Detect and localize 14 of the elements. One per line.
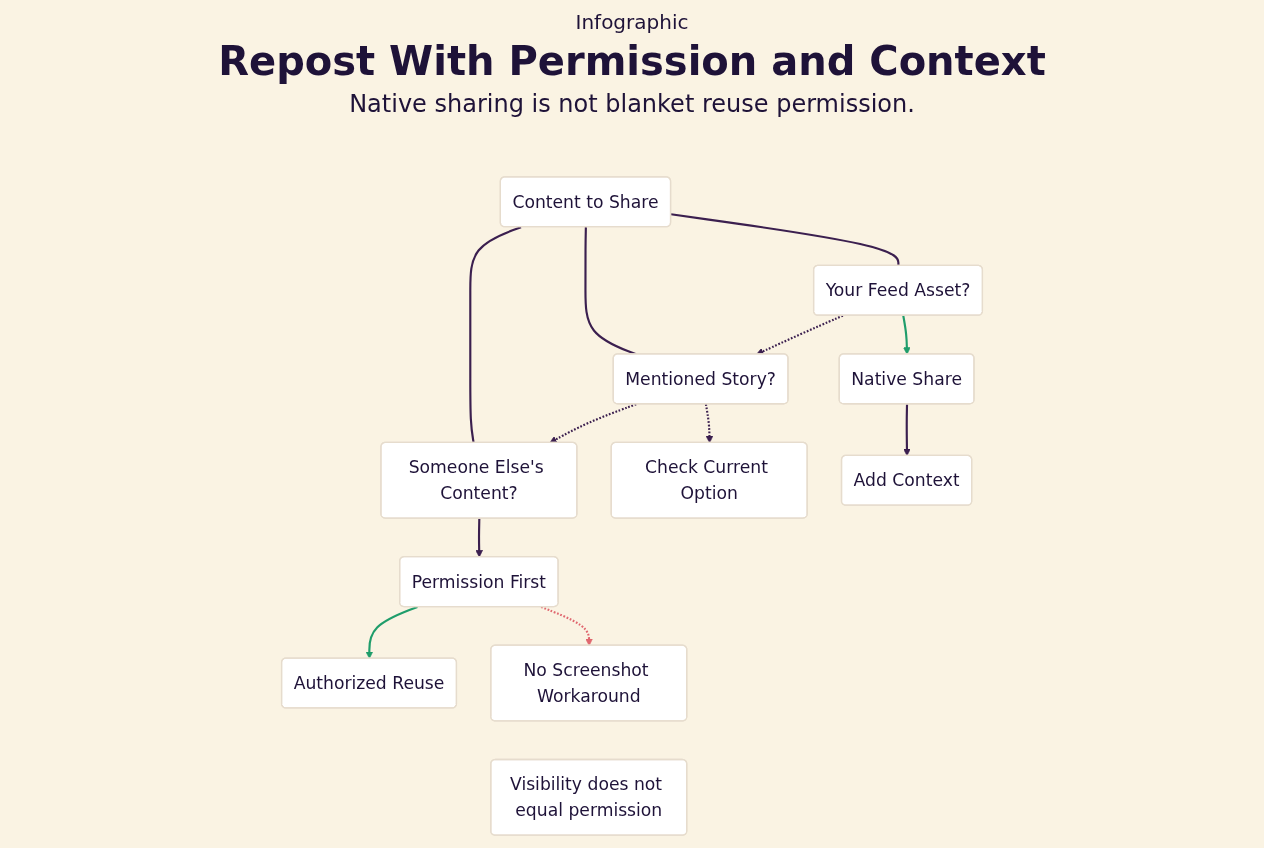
arrow bbox=[540, 605, 593, 646]
connector bbox=[670, 213, 900, 266]
arrow bbox=[704, 404, 714, 444]
arrow bbox=[365, 605, 418, 659]
title: Repost With Permission and Context bbox=[218, 38, 1046, 84]
subtitle: Native sharing is not blanket reuse permission. bbox=[349, 90, 915, 118]
arrow bbox=[475, 518, 483, 558]
kicker-text: Infographic bbox=[575, 10, 689, 34]
flowchart: Content to Share Your Feed Asset? Mentioned Story? Someone Else's Content? Native Share Check Current Option Permission First Add Context Authorized Reuse No Screenshot Workaround Visibility does not equal permission bbox=[0, 170, 1264, 842]
arrow bbox=[756, 314, 844, 355]
arrow bbox=[903, 404, 911, 457]
arrow bbox=[902, 315, 911, 355]
connector bbox=[469, 226, 522, 444]
arrow bbox=[549, 403, 637, 444]
